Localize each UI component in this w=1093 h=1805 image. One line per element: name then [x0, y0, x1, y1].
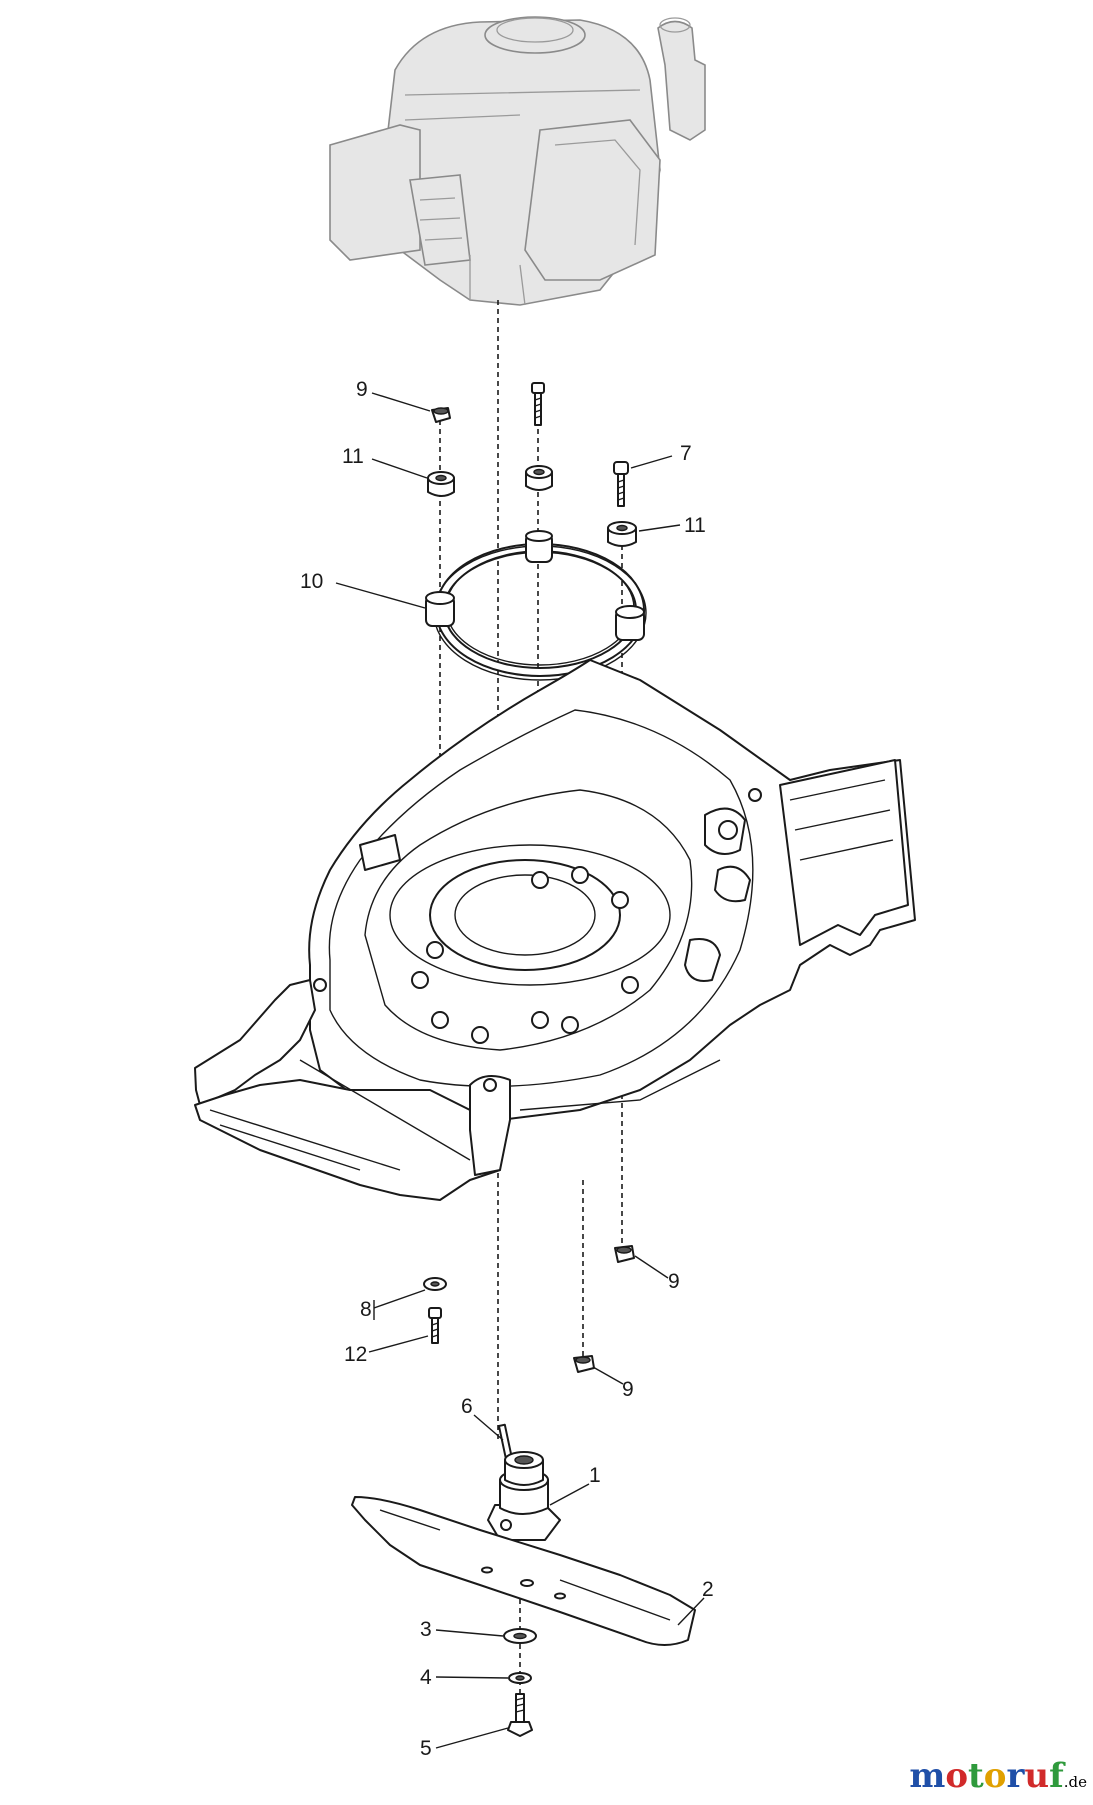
callout-9-lower: 9 [622, 1378, 634, 1401]
callout-6: 6 [461, 1395, 473, 1418]
callout-labels: 9 11 10 7 11 9 8 12 9 6 1 2 3 4 5 [300, 378, 714, 1760]
callout-4: 4 [420, 1666, 432, 1689]
watermark-suffix: .de [1063, 1773, 1087, 1791]
nut-9-top [431, 407, 451, 423]
callout-9-top: 9 [356, 378, 368, 401]
callout-11-left: 11 [342, 445, 364, 468]
nut-9-right [614, 1245, 635, 1263]
callout-9-right: 9 [668, 1270, 680, 1293]
washer-8 [423, 1277, 447, 1291]
spacer-center [525, 465, 553, 491]
callout-11-right: 11 [684, 514, 706, 537]
spacer-11-left [427, 471, 455, 497]
callout-2: 2 [702, 1578, 714, 1601]
washer-3 [503, 1628, 537, 1644]
washer-4 [508, 1672, 532, 1684]
callout-8: 8 [360, 1298, 372, 1321]
callout-7: 7 [680, 442, 692, 465]
bolt-5 [507, 1693, 533, 1737]
leader-lines [335, 392, 705, 1749]
spacer-11-right [607, 521, 637, 547]
callout-10: 10 [300, 570, 323, 593]
nut-9-lower [573, 1355, 595, 1373]
blade-2 [351, 1496, 696, 1646]
bolt-7 [613, 461, 629, 507]
callout-1: 1 [589, 1464, 601, 1487]
bolt-center-top [531, 382, 545, 426]
blade-adapter-1 [487, 1423, 561, 1541]
watermark-text: motoruf [909, 1756, 1064, 1796]
bolt-12 [428, 1307, 442, 1344]
callout-5: 5 [420, 1737, 432, 1760]
mounting-ring-10 [425, 530, 647, 681]
mower-deck-housing [194, 659, 916, 1201]
watermark-logo: motoruf.de [909, 1756, 1087, 1796]
engine-illustration [329, 16, 706, 306]
callout-12: 12 [344, 1343, 367, 1366]
callout-3: 3 [420, 1618, 432, 1641]
